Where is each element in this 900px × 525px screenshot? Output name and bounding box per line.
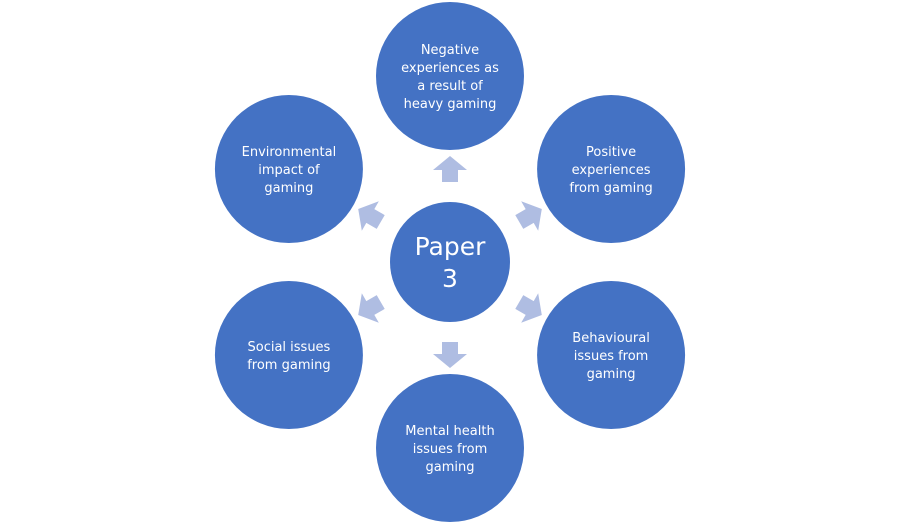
node-negative-label-line: heavy gaming	[404, 97, 497, 112]
node-social-circle	[214, 281, 363, 429]
center-node: Paper 3	[390, 202, 510, 322]
node-social-label-line: from gaming	[247, 358, 330, 373]
node-behavioural-label-line: gaming	[587, 367, 636, 382]
node-negative-label-line: experiences as	[401, 61, 499, 76]
node-mental-health-label-line: gaming	[426, 460, 475, 475]
arrow-to-social	[358, 293, 385, 323]
arrow-to-negative	[433, 156, 467, 182]
node-environmental: Environmental impact of gaming	[214, 95, 363, 243]
arrow-to-behavioural	[515, 293, 542, 323]
node-environmental-label-line: gaming	[264, 181, 313, 196]
node-mental-health-label-line: issues from	[413, 442, 488, 457]
arrow-to-mental-health	[433, 342, 467, 368]
node-environmental-circle	[214, 95, 363, 243]
node-environmental-label-line: Environmental	[242, 145, 337, 160]
node-negative-label-line: Negative	[421, 43, 479, 58]
node-social: Social issues from gaming	[214, 281, 363, 429]
center-node-label-line: Paper	[415, 232, 487, 261]
node-positive-label-line: from gaming	[569, 181, 652, 196]
node-environmental-label-line: impact of	[258, 163, 320, 178]
nodes: Negative experiences as a result of heavy g…	[214, 2, 686, 522]
node-behavioural: Behavioural issues from gaming	[537, 281, 686, 429]
node-positive-label-line: experiences	[572, 163, 651, 178]
arrow-to-positive	[515, 201, 542, 231]
node-mental-health-label-line: Mental health	[405, 424, 494, 439]
node-behavioural-label-line: Behavioural	[572, 331, 650, 346]
node-behavioural-label-line: issues from	[574, 349, 649, 364]
node-negative-label-line: a result of	[417, 79, 483, 94]
center-node-circle	[390, 202, 510, 322]
node-negative: Negative experiences as a result of heavy g…	[376, 2, 524, 150]
arrow-to-environmental	[358, 201, 385, 231]
center-node-label-line: 3	[442, 264, 458, 293]
node-mental-health-circle	[376, 374, 524, 522]
node-positive: Positive experiences from gaming	[537, 95, 686, 243]
node-positive-circle	[537, 95, 686, 243]
arrows	[358, 156, 542, 368]
node-mental-health: Mental health issues from gaming	[376, 374, 524, 522]
node-negative-circle	[376, 2, 524, 150]
node-social-label-line: Social issues	[247, 340, 330, 355]
node-positive-label-line: Positive	[586, 145, 636, 160]
node-behavioural-circle	[537, 281, 686, 429]
